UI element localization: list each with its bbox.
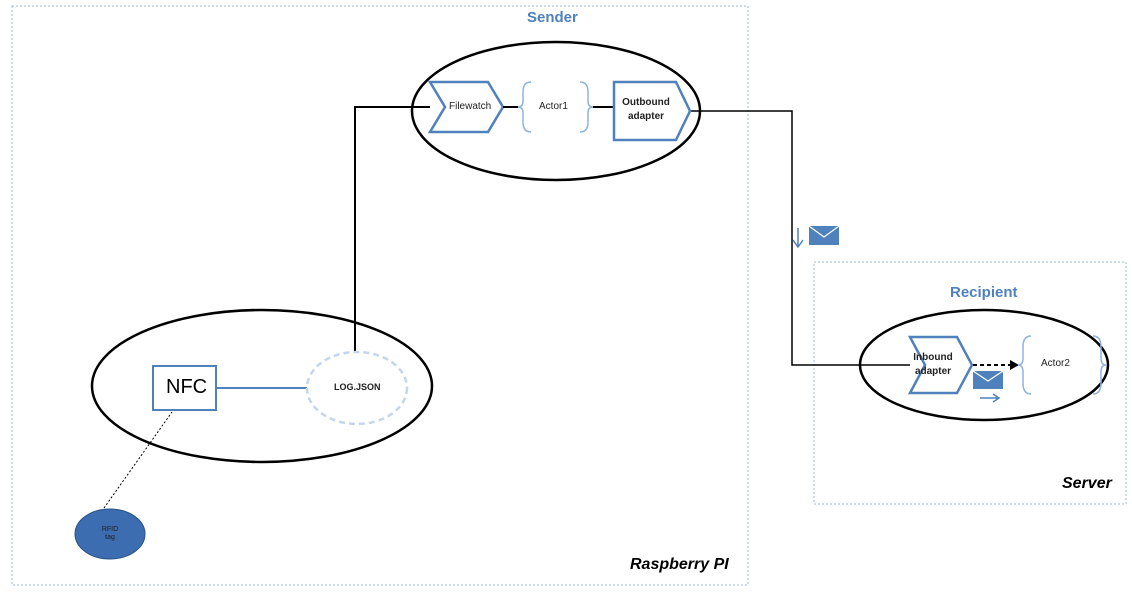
raspberry-pi-label: Raspberry PI — [630, 556, 729, 573]
outbound-adapter-shape — [612, 80, 692, 142]
envelope-icon — [972, 370, 1004, 389]
nfc-label: NFC — [166, 376, 208, 398]
inbound-adapter-shape — [907, 335, 974, 395]
connector-rfid-to-nfc — [103, 411, 173, 509]
outbound-adapter-label: Outbound adapter — [614, 96, 678, 124]
actor2-label: Actor2 — [1041, 358, 1070, 369]
arrow-down-icon — [792, 228, 804, 249]
server-container — [813, 261, 1127, 505]
sender-ellipse — [410, 40, 702, 182]
rfid-line1: RFID — [101, 526, 119, 533]
filewatch-label: Filewatch — [449, 101, 492, 112]
actor2-right-brace — [1092, 335, 1107, 395]
outbound-line2: adapter — [627, 111, 665, 122]
nfc-box — [152, 365, 217, 411]
inbound-line2: adapter — [914, 366, 952, 377]
envelope-icon — [808, 225, 840, 245]
rfid-tag-circle — [74, 508, 146, 560]
connector-sender-to-recipient — [690, 110, 910, 366]
log-json-label: LOG.JSON — [334, 382, 381, 392]
recipient-ellipse — [858, 308, 1110, 422]
sender-title: Sender — [527, 9, 578, 26]
server-label: Server — [1062, 475, 1112, 492]
actor1-left-brace — [517, 81, 532, 133]
inbound-line1: Inbound — [913, 352, 953, 363]
raspberry-pi-container — [11, 5, 749, 586]
connector-log-to-sender — [354, 106, 430, 352]
inbound-adapter-label: Inbound adapter — [906, 351, 960, 379]
raspberry-ellipse — [90, 308, 434, 464]
rfid-tag-label: RFID tag — [96, 526, 124, 542]
arrowhead-icon — [1010, 360, 1019, 370]
log-json-circle — [305, 350, 409, 426]
actor1-right-brace — [579, 81, 594, 133]
actor2-left-brace — [1017, 335, 1032, 395]
rfid-line2: tag — [105, 534, 115, 541]
arrow-right-icon — [980, 393, 1001, 403]
filewatch-chevron — [427, 80, 505, 134]
outbound-line1: Outbound — [622, 97, 670, 108]
actor1-label: Actor1 — [539, 101, 568, 112]
recipient-title: Recipient — [950, 284, 1018, 301]
